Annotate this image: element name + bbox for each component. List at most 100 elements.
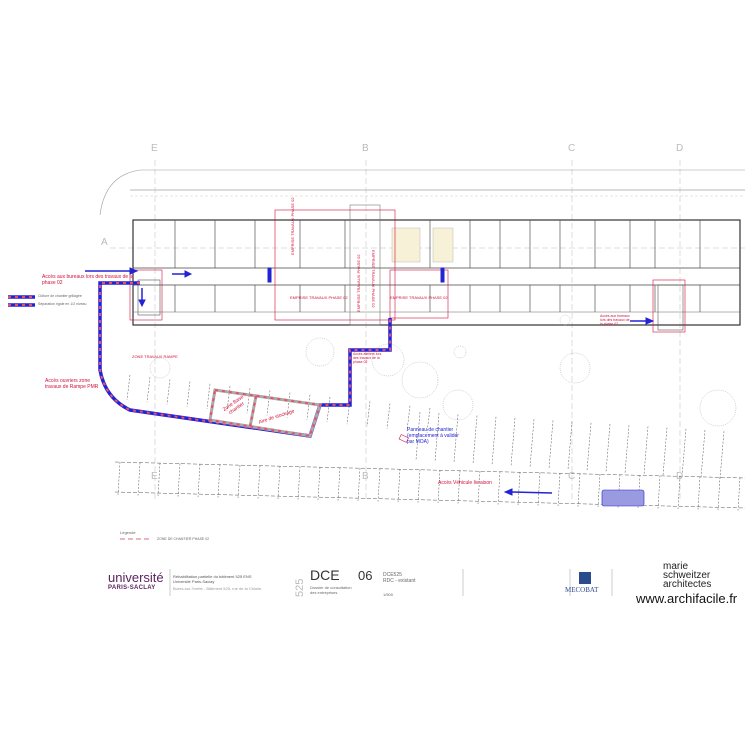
- emprise-zones: [129, 209, 686, 333]
- sign-panel-label: Panneau de chantier (emplacement à valid…: [407, 427, 459, 445]
- room-highlight: [391, 227, 421, 263]
- stair-left: [137, 279, 161, 316]
- university-logo-sub: PARIS-SACLAY: [108, 585, 156, 591]
- ramp-zone-label: ZONE TRAVAUX RAMPE: [132, 354, 178, 359]
- tree: [699, 389, 737, 427]
- parking-space-line: [557, 472, 561, 507]
- parking-space-line: [597, 473, 601, 508]
- workshop-access-label: Accès ateliers lors des travaux de la ph…: [353, 352, 382, 364]
- parking-space-line: [719, 431, 725, 480]
- parking-space-line: [517, 471, 521, 506]
- grid-label: E: [151, 143, 158, 154]
- legend-item: ZONE DE CHANTIER PHASE 02: [157, 537, 210, 541]
- parking-space-line: [497, 471, 501, 505]
- parking-space-line: [386, 403, 391, 429]
- parking-lines: [117, 374, 741, 511]
- parking-space-line: [415, 411, 421, 461]
- emprise-label: EMPRISE TRAVAUX PHASE 02: [390, 295, 448, 300]
- parking-space-line: [246, 388, 251, 414]
- parking-space-line: [186, 381, 191, 407]
- access-arrows: [85, 267, 655, 496]
- phase-description: Dossier de consultation des entreprises: [310, 585, 352, 595]
- legend-swatches: [8, 295, 152, 540]
- architect-line: architectes: [663, 579, 712, 590]
- road-line: [114, 461, 746, 479]
- parking-space-line: [437, 469, 441, 504]
- parking-space-line: [166, 379, 171, 405]
- access-offices-right-label: Accès aux bureaux lors des travaux de la…: [600, 314, 630, 326]
- tree: [559, 314, 571, 326]
- project-line: Réhabilitation partielle du bâtiment 525…: [173, 574, 252, 579]
- access-offices-left-label: Accès aux bureaux lors des travaux de la…: [42, 274, 134, 286]
- road-edge: [99, 169, 745, 216]
- parking-space-line: [397, 468, 401, 503]
- grid-label: E: [151, 471, 158, 482]
- parking-space-line: [226, 385, 231, 412]
- parking-space-line: [657, 475, 661, 509]
- parking-space-line: [206, 383, 211, 409]
- parking-space-line: [297, 466, 301, 500]
- grid-label: D: [676, 143, 684, 154]
- parking-space-line: [426, 407, 431, 434]
- tree: [453, 345, 467, 359]
- emprise-label: EMPRISE TRAVAUX PHASE 02: [290, 295, 348, 300]
- parking-space-line: [146, 377, 151, 403]
- emprise-label: EMPRISE TRAVAUX PHASE 02: [356, 254, 361, 312]
- project-line: Bures-sur-Yvette - Bâtiment 525, rue de …: [173, 586, 262, 591]
- parking-space-line: [317, 466, 321, 501]
- parking-space-line: [306, 394, 311, 420]
- parking-space-line: [337, 467, 341, 501]
- parking-space-line: [491, 416, 497, 465]
- university-logo: université: [108, 570, 164, 585]
- parking-space-line: [737, 477, 741, 511]
- parking-space-line: [586, 422, 592, 471]
- parking-space-line: [126, 374, 131, 401]
- legend-item: Séparation rigide en 1/2 niveau: [38, 302, 87, 306]
- parking-space-line: [577, 473, 581, 507]
- project-line: Université Paris-Saclay: [173, 579, 215, 584]
- parking-space-line: [217, 464, 221, 498]
- tree: [442, 389, 474, 421]
- grid-axes: [110, 160, 745, 500]
- parking-space-line: [266, 390, 271, 416]
- parking-space-line: [700, 429, 706, 479]
- emprise-label: EMPRISE TRAVAUX PHASE 02: [371, 250, 376, 308]
- parking-space-line: [357, 467, 361, 502]
- parking-space-line: [567, 421, 573, 470]
- grid-label: D: [676, 471, 684, 482]
- parking-space-line: [277, 465, 281, 500]
- road-line: [114, 491, 746, 509]
- building-code: 525: [294, 578, 306, 597]
- title-block-dividers: [169, 569, 613, 596]
- grid-label: C: [568, 143, 576, 154]
- parking-space-line: [643, 426, 649, 475]
- stair-right: [657, 284, 684, 331]
- parking-space-line: [326, 396, 331, 423]
- parking-space-line: [510, 417, 516, 467]
- tree: [371, 343, 405, 377]
- parking-space-line: [237, 464, 241, 499]
- storage-zone: [208, 388, 322, 438]
- architect-logo: marie schweitzer architectes: [663, 562, 712, 590]
- mecobat-label: MECOBAT: [565, 586, 599, 594]
- tree: [401, 361, 439, 399]
- parking-space-line: [117, 461, 121, 496]
- parking-space-line: [697, 476, 701, 510]
- phase-label: DCE: [310, 567, 340, 583]
- legend-item: Clôture de chantier grillagée: [38, 294, 82, 298]
- parking-space-line: [366, 401, 371, 427]
- parking-space-line: [717, 476, 721, 511]
- parking-space-line: [681, 428, 687, 477]
- scale: 1/500: [383, 592, 394, 597]
- delivery-vehicle: [601, 489, 645, 507]
- parking-space-line: [197, 463, 201, 498]
- sheet-ref: DCE525: [383, 572, 402, 578]
- sheet-number: 06: [358, 568, 373, 583]
- parking-space-line: [457, 470, 461, 504]
- grid-label: B: [362, 471, 369, 482]
- sheet-title: RDC - existant: [383, 578, 416, 584]
- parking-space-line: [624, 425, 630, 474]
- building: [132, 204, 741, 331]
- tree: [305, 337, 335, 367]
- parking-space-line: [529, 419, 535, 468]
